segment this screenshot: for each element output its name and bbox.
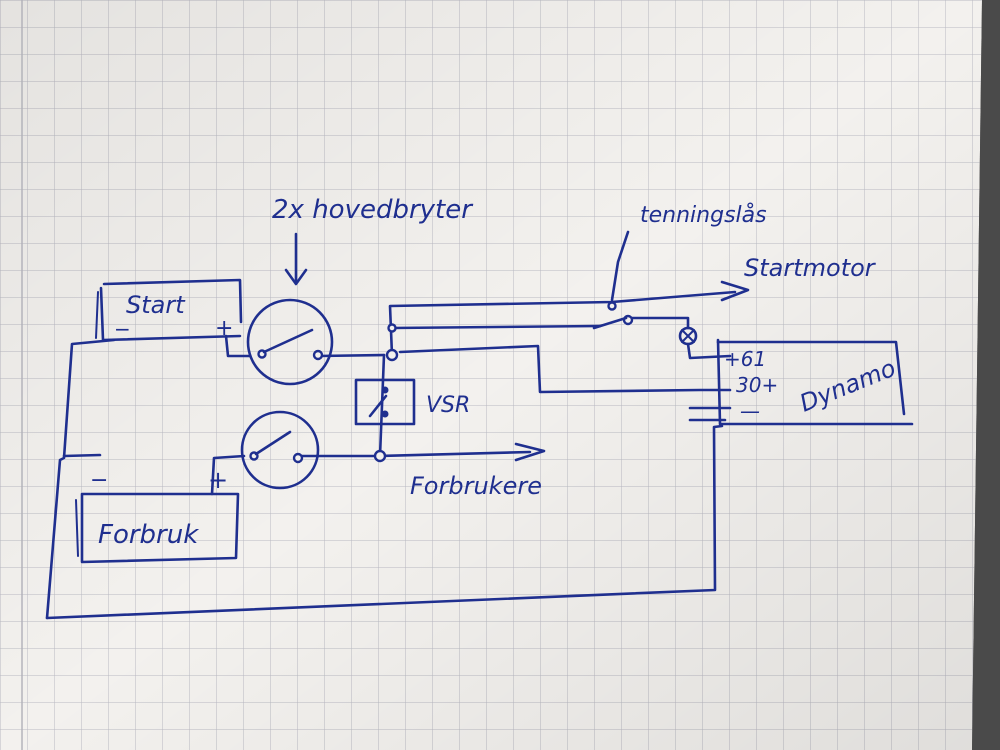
consumer-battery-label: Forbruk: [98, 520, 199, 550]
start-battery-plus: +: [215, 316, 233, 341]
ignition-switch: [592, 301, 634, 330]
main-switch-1: [246, 298, 334, 386]
main-switches-label: 2x hovedbryter: [272, 195, 474, 225]
ignition-lock-label: tenningslås: [640, 202, 767, 228]
junction-nodes: [373, 323, 399, 463]
start-battery: Start − +: [95, 278, 243, 342]
wires: [45, 290, 737, 620]
consumers-label: Forbrukere: [410, 472, 542, 500]
charge-lamp-icon: [678, 326, 698, 346]
desk-edge: [972, 0, 1000, 750]
starter-motor-label: Startmotor: [744, 254, 877, 282]
start-battery-label: Start: [126, 291, 186, 319]
dynamo-terminal-minus: —: [740, 399, 760, 423]
vsr-relay: VSR: [354, 378, 470, 426]
ignition-lock-pointer: [610, 230, 630, 302]
starter-motor-arrow-head: [720, 280, 750, 302]
arrows: [284, 230, 750, 462]
dynamo-terminal-30: 30+: [736, 373, 778, 397]
consumers-arrow-head: [514, 442, 546, 462]
vsr-label: VSR: [426, 393, 470, 418]
consumer-battery-minus: −: [90, 468, 108, 493]
dynamo-terminal-61: +61: [724, 347, 766, 371]
start-battery-minus: −: [114, 317, 131, 341]
main-switch-2: [240, 410, 320, 490]
main-switches-arrow-head: [284, 268, 308, 286]
